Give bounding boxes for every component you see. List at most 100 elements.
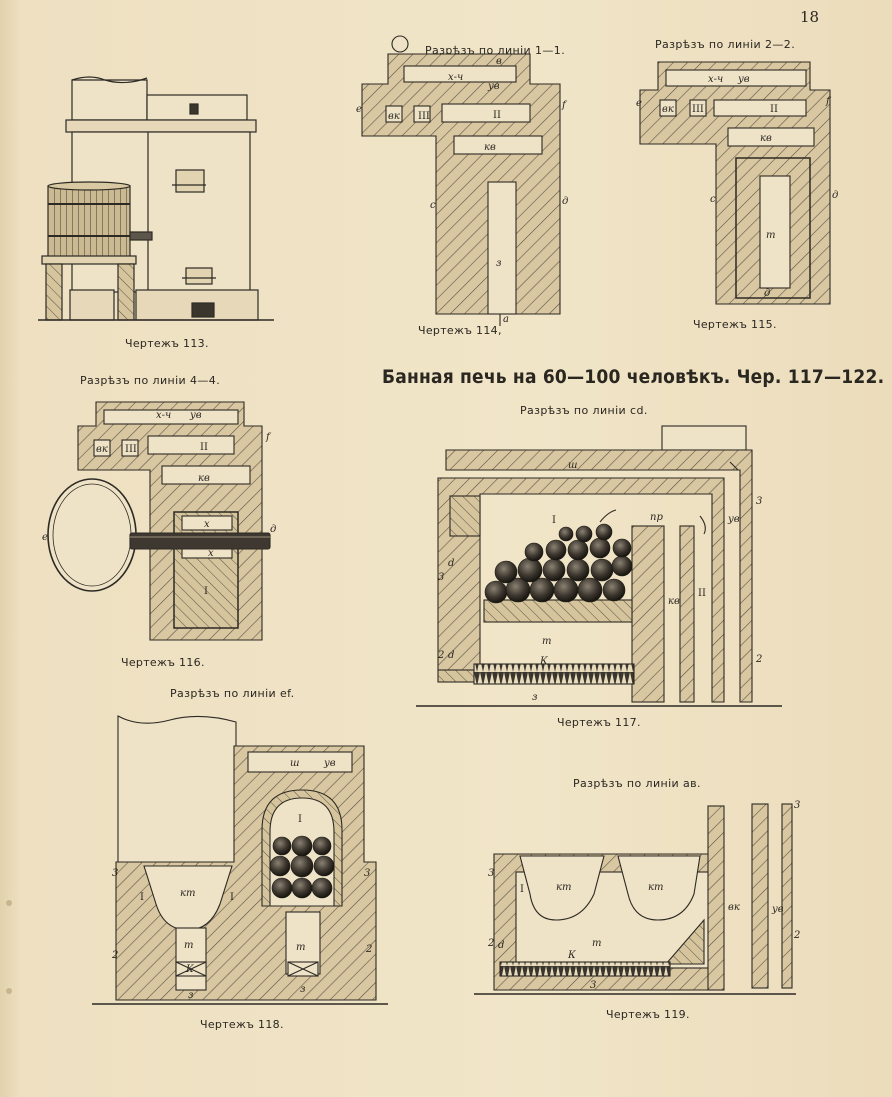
figure-115-caption: Чертежъ 115. [693, 318, 777, 331]
figure-113-caption: Чертежъ 113. [125, 337, 209, 350]
label-118-3b: 3 [364, 868, 370, 879]
label-116-e: е [42, 532, 48, 543]
binding-hole [6, 900, 12, 906]
label-118-t2: т [296, 942, 305, 953]
drawing-labels: х-ч ув вк III II кв з е f с д в а х-ч ув… [42, 56, 838, 1001]
label-117-z: з [532, 692, 537, 703]
binding-hole [6, 988, 12, 994]
label-119-I: I [520, 884, 524, 895]
label-117-d1: d [448, 558, 454, 569]
figure-115-section: Разрѣзъ по линіи 2—2. [655, 38, 796, 51]
label-118-I3: I [230, 892, 234, 903]
label-119-d: d [498, 940, 504, 951]
label-117-pr: пр [650, 512, 663, 523]
label-116-II: II [200, 442, 208, 453]
label-114-f: f [561, 100, 568, 111]
label-117-I: I [552, 515, 556, 526]
figure-116-section-drawing [47, 401, 271, 641]
figure-117-stones [484, 523, 633, 604]
label-119-t: т [592, 938, 601, 949]
label-116-dd: д [270, 524, 276, 535]
label-119-kt1: кт [556, 882, 571, 893]
label-114-a: а [503, 314, 509, 325]
label-117-k: К [539, 656, 548, 667]
figure-115-section-drawing [639, 61, 831, 305]
label-118-kt: кт [180, 888, 195, 899]
label-118-2a: 2 [111, 950, 118, 961]
label-119-uv: ув [771, 904, 784, 915]
label-115-uv: ув [737, 74, 750, 85]
label-119-2b: 2 [793, 930, 800, 941]
label-118-t1: т [184, 940, 193, 951]
figure-118-stones [269, 835, 335, 899]
label-117-kv: кв [668, 596, 680, 607]
label-116-xch: х-ч [156, 410, 171, 421]
label-115-xch: х-ч [708, 74, 723, 85]
label-118-3a: 3 [112, 868, 118, 879]
label-114-xch: х-ч [448, 72, 463, 83]
label-118-sh: ш [290, 758, 299, 769]
label-116-x2: х [208, 548, 214, 559]
page-title: Банная печь на 60—100 человѣкъ. Чер. 117… [382, 366, 885, 388]
page-number: 18 [800, 8, 820, 26]
label-117-3a: 3 [438, 572, 444, 583]
figure-117-caption: Чертежъ 117. [557, 716, 641, 729]
label-114-III: III [418, 111, 430, 122]
label-118-z2: з [300, 984, 305, 995]
label-114-dd: д [562, 196, 568, 207]
label-118-uv: ув [323, 758, 336, 769]
label-116-III: III [125, 444, 137, 455]
label-119-3a: 3 [488, 868, 494, 879]
figure-118-section: Разрѣзъ по линіи ef. [170, 687, 295, 700]
label-119-kt2: кт [648, 882, 663, 893]
figure-116-caption: Чертежъ 116. [121, 656, 205, 669]
figure-114-caption: Чертежъ 114, [418, 324, 502, 337]
label-116-kv: кв [198, 473, 210, 484]
label-116-I: I [204, 586, 208, 597]
label-115-II: II [770, 104, 778, 115]
label-119-k: К [567, 950, 576, 961]
label-117-t: т [542, 636, 551, 647]
label-118-I2: I [140, 892, 144, 903]
label-115-vk: вк [662, 104, 674, 115]
label-118-z1: з [188, 990, 193, 1001]
label-115-kv: кв [760, 133, 772, 144]
label-114-uv: ув [487, 81, 500, 92]
label-117-II: II [698, 588, 706, 599]
label-118-I: I [298, 814, 302, 825]
label-114-b: в [496, 56, 502, 67]
label-117-sh: ш [568, 460, 577, 471]
label-114-vk: вк [388, 111, 400, 122]
figure-114-section-drawing [361, 35, 561, 326]
label-114-c: с [430, 200, 436, 211]
label-118-k: К [185, 964, 194, 975]
label-119-2a: 2 [487, 938, 494, 949]
figure-116-section: Разрѣзъ по линіи 4—4. [80, 374, 221, 387]
label-119-3: 3 [590, 980, 596, 991]
label-114-II: II [493, 110, 501, 121]
label-116-x1: х [204, 519, 210, 530]
figure-118-section-drawing [92, 715, 388, 1005]
label-114-e: е [356, 104, 362, 115]
label-116-f: f [265, 432, 272, 443]
label-115-dd: д [832, 190, 838, 201]
figure-117-section-drawing [416, 425, 782, 707]
label-115-dd2: д [764, 288, 770, 299]
label-117-d2: d [448, 650, 454, 661]
label-115-e: е [636, 98, 642, 109]
label-115-c: с [710, 194, 716, 205]
figure-118-caption: Чертежъ 118. [200, 1018, 284, 1031]
label-117-uv: ув [727, 514, 740, 525]
label-117-3b: 3 [756, 496, 762, 507]
figure-113-elevation [38, 76, 274, 321]
label-115-f: f [825, 96, 832, 107]
figure-117-section: Разрѣзъ по линіи cd. [520, 404, 648, 417]
figure-119-section: Разрѣзъ по линіи ав. [573, 777, 701, 790]
label-119-3b: 3 [794, 800, 800, 811]
figure-119-section-drawing [474, 803, 796, 995]
label-117-2b: 2 [755, 654, 762, 665]
label-118-2b: 2 [365, 944, 372, 955]
label-114-kv: кв [484, 142, 496, 153]
label-117-2a: 2 [437, 650, 444, 661]
